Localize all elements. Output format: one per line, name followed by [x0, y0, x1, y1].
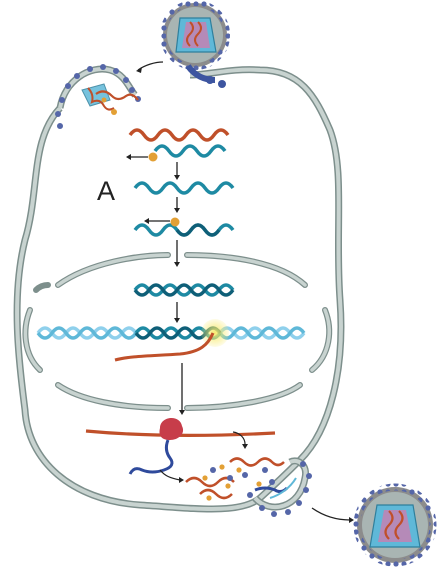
polymerase-icon [170, 217, 180, 227]
ribosome-icon [159, 417, 184, 440]
released-virion [353, 483, 437, 567]
reverse-transcriptase-icon [148, 152, 158, 162]
viral-rna-strand [128, 128, 230, 142]
attaching-virion [160, 0, 230, 88]
fusion-membrane-site [55, 64, 141, 129]
budding-site [252, 457, 312, 517]
viral-transcript [114, 332, 215, 362]
entry-arrow [137, 61, 164, 71]
assembling-components [185, 457, 289, 501]
assembly-arrow-2 [159, 469, 181, 481]
second-strand-new [175, 223, 221, 237]
cdna-strand [153, 144, 227, 158]
release-arrow [311, 507, 351, 521]
assembly-arrow-1 [232, 431, 246, 445]
step-label-a: A [97, 176, 116, 206]
double-stranded-cdna [133, 283, 235, 297]
nuclear-envelope [22, 252, 333, 411]
host-chromosome [36, 326, 306, 340]
nascent-protein [128, 439, 174, 475]
single-cdna [133, 181, 235, 195]
